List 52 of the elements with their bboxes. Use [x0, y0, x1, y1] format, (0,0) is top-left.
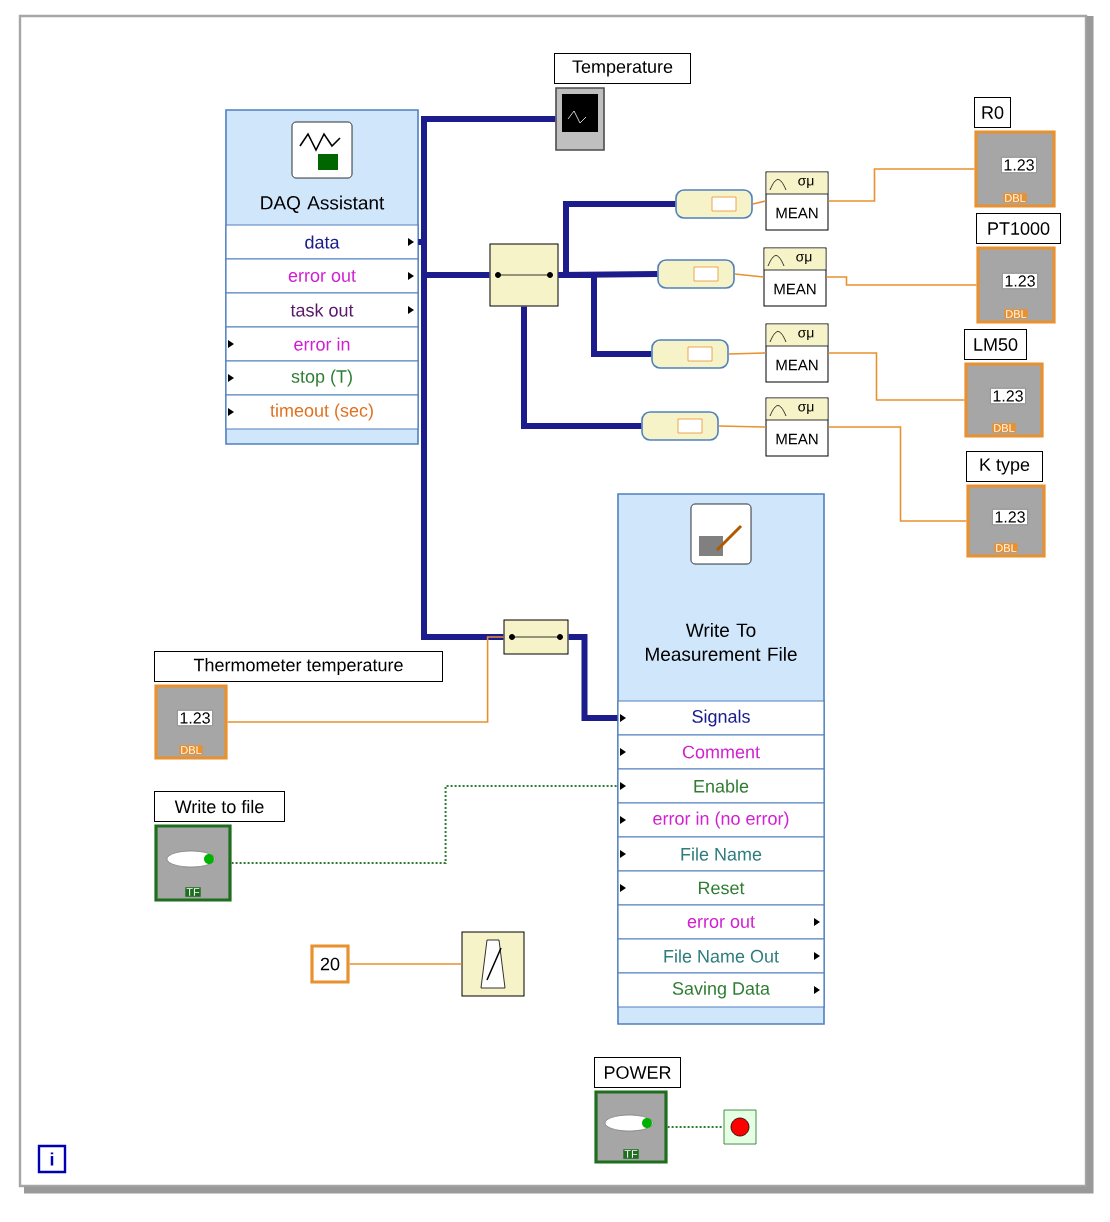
loop-counter: i: [37, 1144, 67, 1174]
wire: [226, 636, 505, 723]
wire: [568, 634, 618, 721]
wire: [825, 276, 978, 286]
terminal-row: timeout (sec): [225, 394, 419, 430]
terminal-row: error out: [617, 904, 825, 940]
wire: [666, 1126, 725, 1128]
terminal-row: stop (T): [225, 360, 419, 396]
wire: [418, 116, 556, 245]
wire: [348, 963, 463, 965]
stop-terminal: [723, 1109, 757, 1145]
terminal-row: File Name: [617, 836, 825, 872]
terminal-row: Reset: [617, 870, 825, 906]
numeric-constant: 20: [310, 944, 350, 984]
terminal-row: task out: [225, 292, 419, 328]
wire: [558, 271, 658, 278]
node-label: 1.23: [180, 712, 210, 724]
node-label: R0: [982, 106, 1004, 119]
terminal-row: Signals: [617, 700, 825, 736]
node-label: LM50: [974, 338, 1018, 351]
terminal-row: data: [225, 224, 419, 260]
metronome-drawing: [461, 931, 525, 997]
wire: [827, 352, 966, 401]
terminal-row: Saving Data: [617, 972, 825, 1008]
wire: [558, 201, 676, 278]
terminal-row: Comment: [617, 734, 825, 770]
node-label: PT1000: [988, 222, 1050, 235]
wire: [230, 785, 619, 864]
conversion-node: [657, 259, 735, 289]
wire: [827, 168, 976, 202]
conversion-node: [675, 189, 753, 219]
node-label: POWER: [604, 1066, 671, 1079]
terminal-row: Enable: [617, 768, 825, 804]
terminal-row: error out: [225, 258, 419, 294]
terminal-row: File Name Out: [617, 938, 825, 974]
node-label: Write to file: [174, 799, 264, 814]
wire: [728, 352, 767, 355]
signal-function: [489, 243, 559, 307]
conversion-node: [641, 411, 719, 441]
graph-indicator: Temperature: [554, 53, 691, 151]
wire: [558, 272, 652, 357]
signal-function: [503, 619, 569, 655]
wire: [718, 425, 767, 428]
conversion-node: [651, 339, 729, 369]
terminal-row: error in (no error): [617, 802, 825, 838]
wire: [521, 306, 642, 429]
wire: [752, 200, 767, 205]
terminal-row: error in: [225, 326, 419, 362]
wire: [418, 239, 504, 640]
wire: [827, 426, 968, 522]
wire: [734, 273, 765, 278]
node-label: K type: [980, 458, 1030, 475]
